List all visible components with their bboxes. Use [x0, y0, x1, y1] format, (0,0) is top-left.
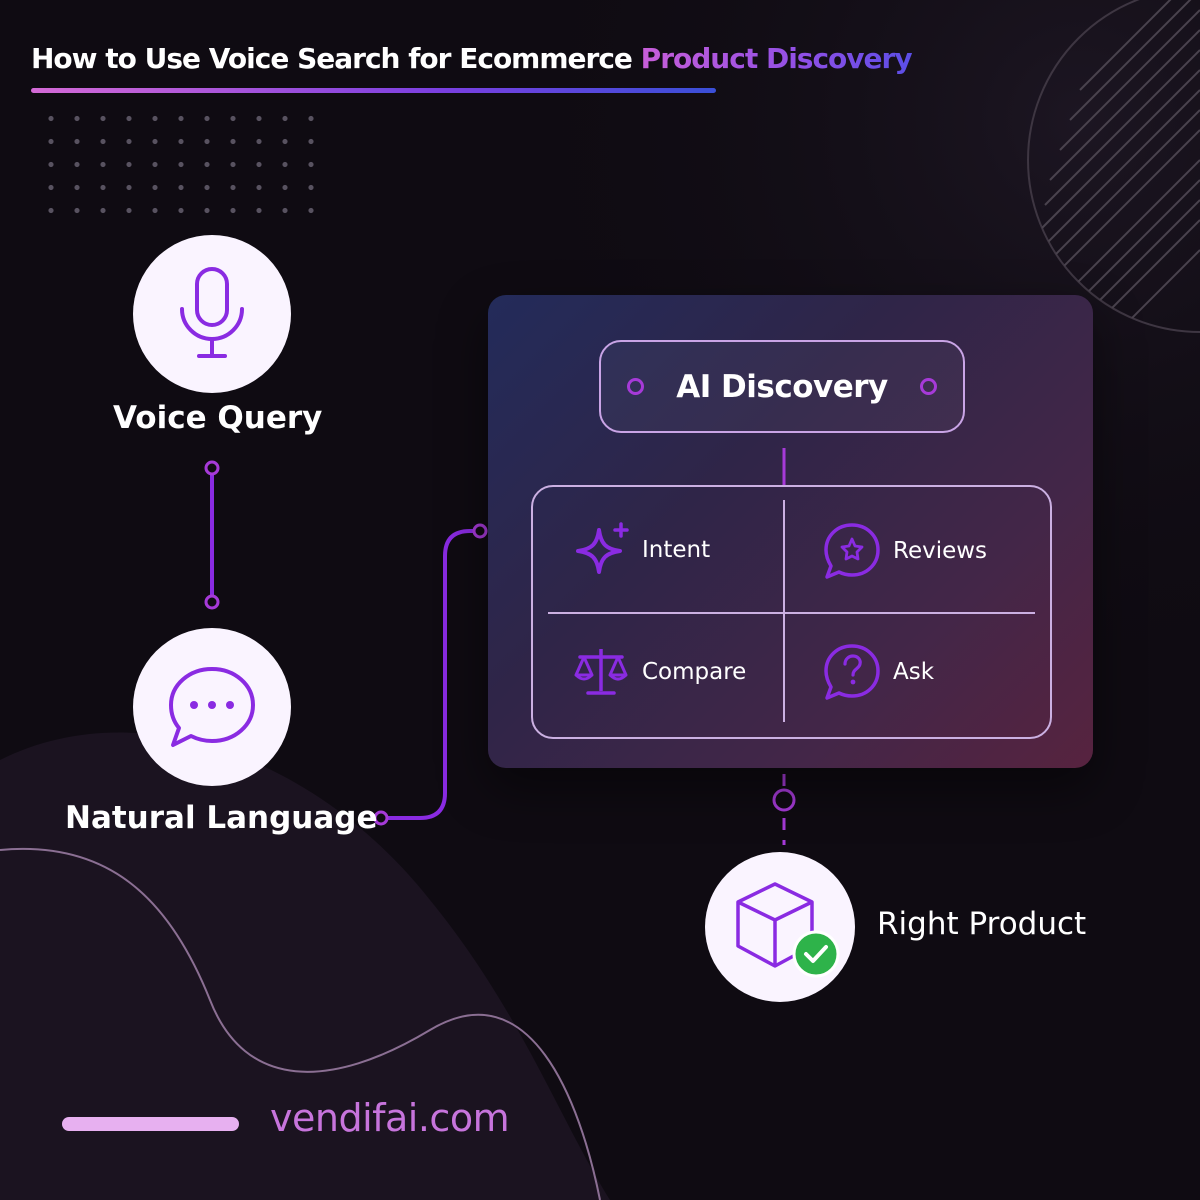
- connector-language-to-panel: [388, 529, 474, 820]
- voice-query-node: [133, 235, 291, 393]
- star-chat-icon: [824, 523, 880, 579]
- connector-dot: [373, 810, 389, 826]
- ai-discovery-title: AI Discovery: [676, 368, 888, 405]
- question-chat-icon: [824, 644, 880, 700]
- right-product-node: [705, 852, 855, 1002]
- voice-query-label: Voice Query: [113, 400, 323, 436]
- feature-label: Intent: [642, 537, 711, 563]
- connector-dot: [472, 523, 488, 539]
- page-title: How to Use Voice Search for Ecommerce Pr…: [31, 42, 913, 75]
- dot-grid-decoration: [38, 107, 328, 217]
- feature-label: Ask: [893, 659, 935, 685]
- connector-dot: [204, 460, 220, 476]
- sparkle-icon: [576, 522, 629, 574]
- pill-dot-right: [920, 378, 937, 395]
- feature-reviews: Reviews: [823, 522, 987, 580]
- feature-compare: Compare: [572, 643, 746, 701]
- connector-dot: [772, 788, 796, 812]
- connector-dot: [204, 594, 220, 610]
- pill-dot-left: [627, 378, 644, 395]
- box-check-icon: [736, 882, 840, 978]
- chat-bubble-icon: [169, 667, 255, 747]
- natural-language-label: Natural Language: [65, 800, 378, 836]
- title-underline: [31, 88, 716, 93]
- feature-grid: [531, 485, 1052, 739]
- ai-discovery-panel: [488, 295, 1093, 768]
- feature-ask: Ask: [823, 643, 934, 701]
- ai-discovery-pill: AI Discovery: [599, 340, 965, 433]
- brand-url: vendifai.com: [270, 1096, 510, 1140]
- microphone-icon: [180, 267, 244, 358]
- right-product-label: Right Product: [877, 906, 1087, 942]
- title-prefix: How to Use Voice Search for Ecommerce: [31, 42, 641, 75]
- feature-label: Compare: [642, 659, 747, 685]
- feature-label: Reviews: [893, 538, 988, 564]
- title-highlight: Product Discovery: [640, 42, 913, 75]
- brand-bar: [62, 1117, 239, 1131]
- scale-icon: [574, 649, 628, 695]
- feature-intent: Intent: [572, 522, 710, 578]
- natural-language-node: [133, 628, 291, 786]
